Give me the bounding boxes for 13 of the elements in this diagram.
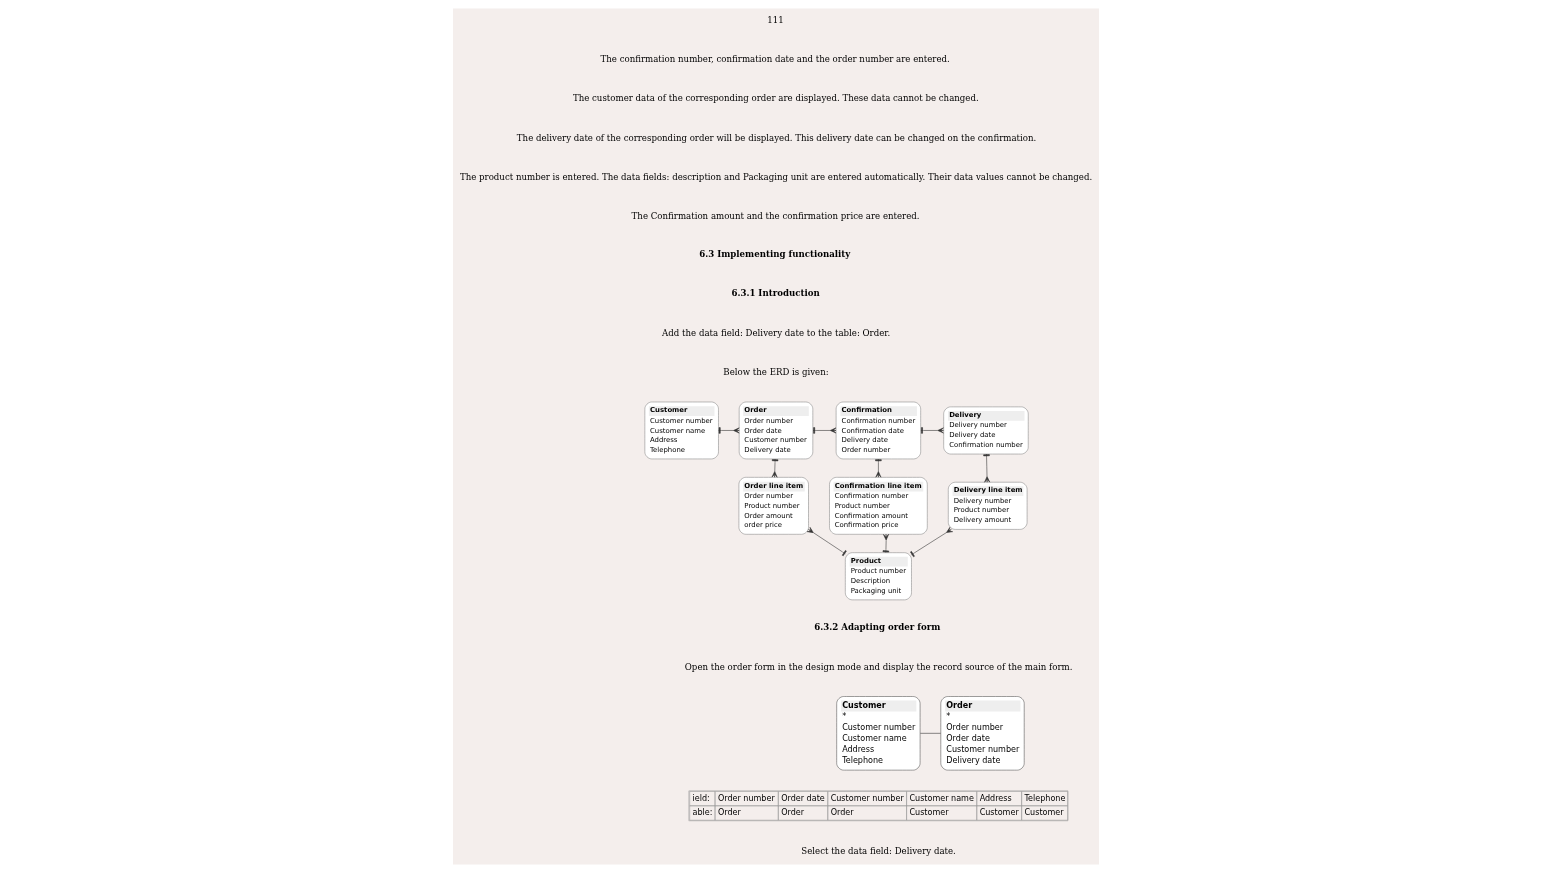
label: 6.3.1 Introduction	[731, 288, 820, 299]
label: Add the data field: Delivery date to the table: Order.	[662, 328, 891, 339]
label: The product number is entered. The data fields: description and Packaging unit are entered automatically. Their data values cannot be changed.	[459, 171, 1093, 182]
label: The customer data of the corresponding order are displayed. These data cannot be changed.	[572, 93, 979, 104]
label: 6.3.2 Adapting order form	[814, 622, 941, 633]
label: 111	[767, 15, 784, 26]
label: The Confirmation amount and the confirmation price are entered.	[631, 210, 920, 221]
label: Select the data field: Delivery date.	[801, 845, 956, 856]
label: Below the ERD is given:	[723, 367, 829, 378]
label: The confirmation number, confirmation date and the order number are entered.	[600, 54, 950, 65]
label: 6.3 Implementing functionality	[699, 249, 851, 260]
label: The delivery date of the corresponding order will be displayed. This delivery date can be changed on the confirmation.	[516, 132, 1037, 143]
label: Open the order form in the design mode and display the record source of the main form.	[684, 661, 1073, 672]
